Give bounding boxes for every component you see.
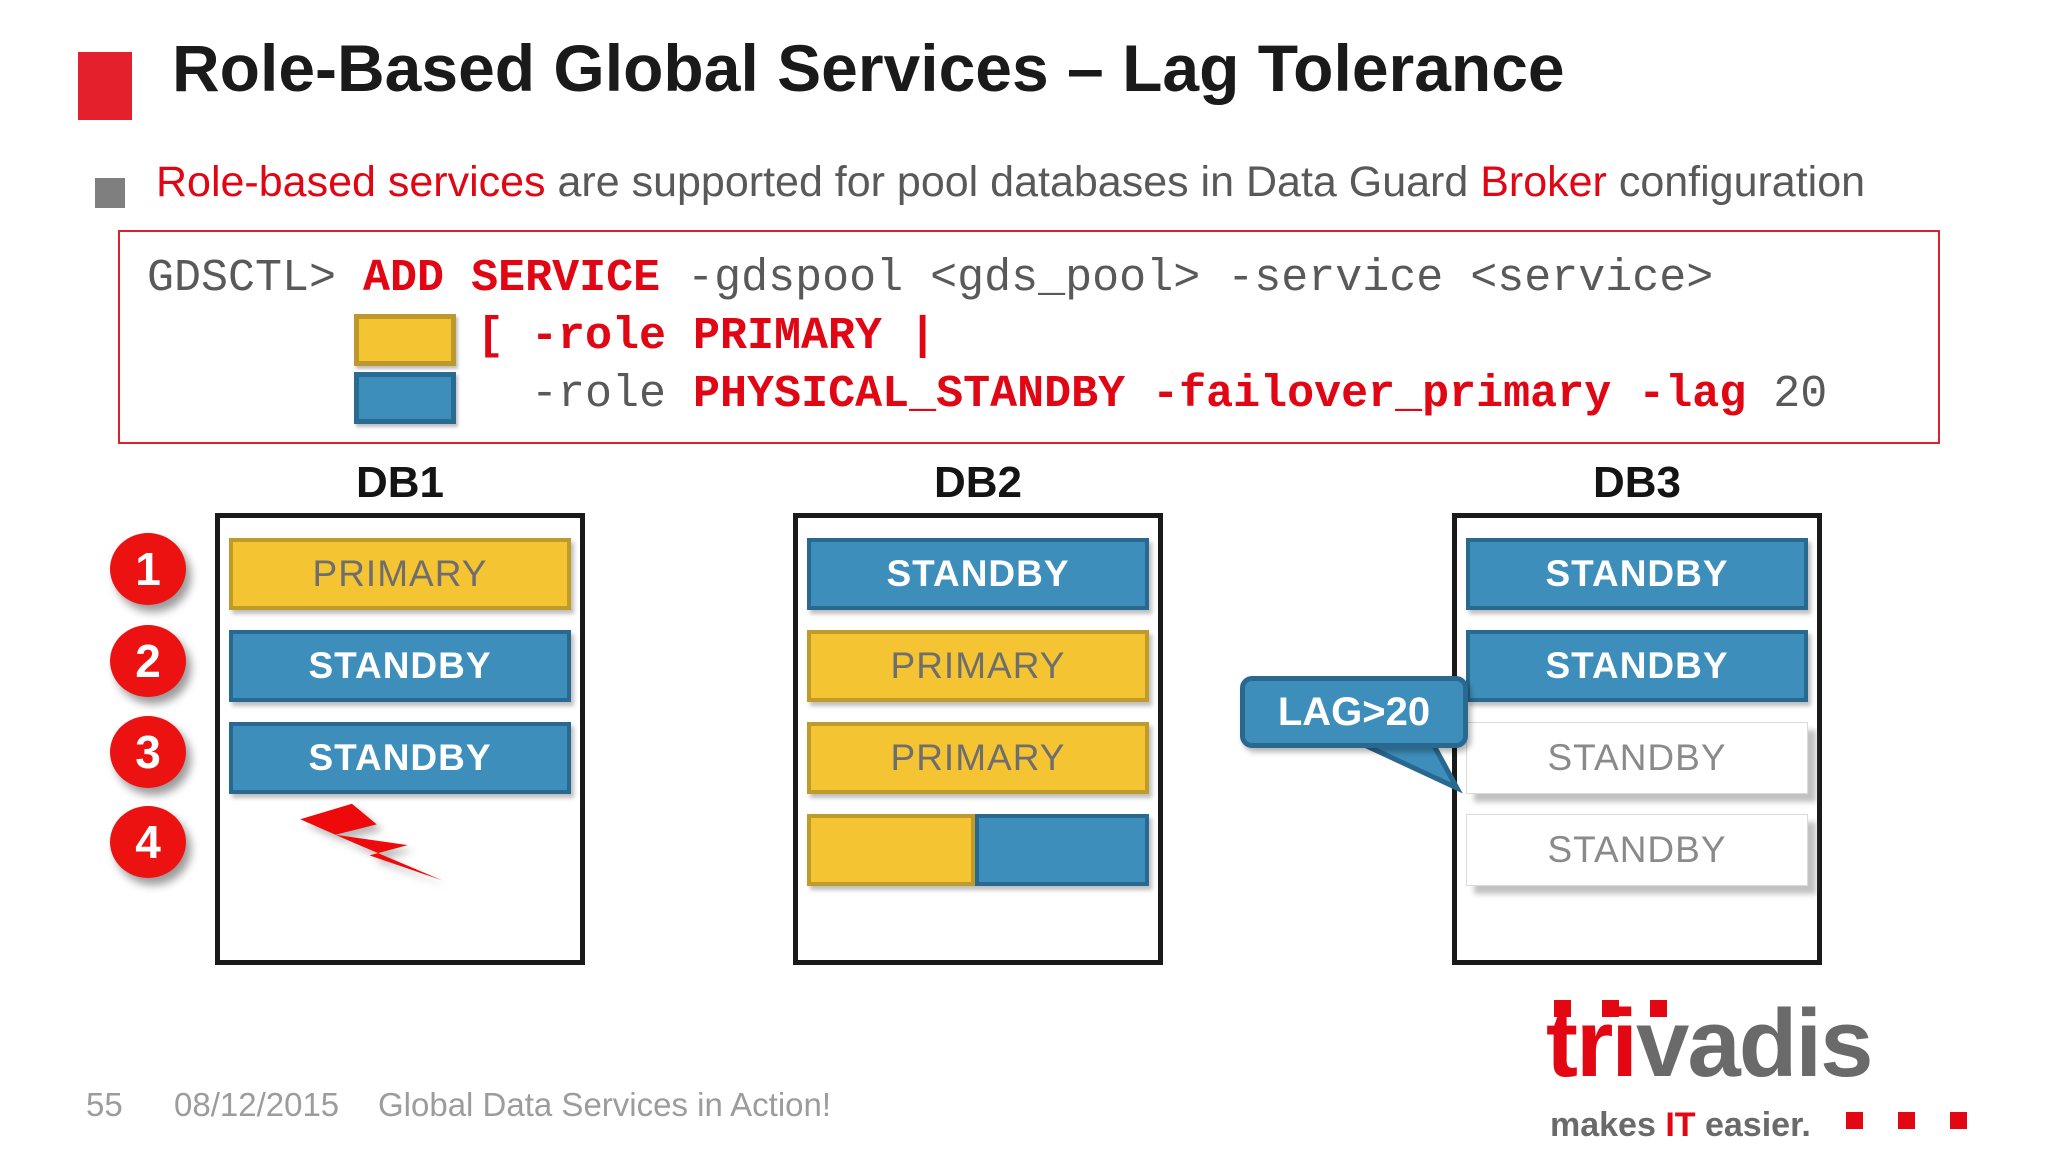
code-add-service: ADD SERVICE xyxy=(363,253,661,304)
callout-tail xyxy=(1356,740,1463,794)
db1-row-primary: PRIMARY xyxy=(229,538,571,610)
logo-wordmark: trivadis xyxy=(1546,996,1873,1092)
page-title: Role-Based Global Services – Lag Toleran… xyxy=(172,31,1565,105)
split-standby-half xyxy=(974,814,1149,886)
gdsctl-code-box: GDSCTL> ADD SERVICE -gdspool <gds_pool> … xyxy=(118,230,1940,444)
legend-standby-swatch xyxy=(354,372,456,424)
code-line-1: GDSCTL> ADD SERVICE -gdspool <gds_pool> … xyxy=(147,254,1713,304)
step-badge-1: 1 xyxy=(110,533,186,605)
db3-title: DB3 xyxy=(1592,458,1682,507)
logo-dot-icon xyxy=(1846,1112,1863,1129)
bullet-line: Role-based services are supported for po… xyxy=(156,158,1865,207)
db2-row-transition xyxy=(807,814,1149,886)
step-badge-2: 2 xyxy=(110,625,186,697)
logo-dot-icon xyxy=(1650,1000,1667,1017)
db2-title: DB2 xyxy=(933,458,1023,507)
db3-box: STANDBY STANDBY STANDBY STANDBY xyxy=(1452,513,1822,965)
db3-row-standby-2: STANDBY xyxy=(1466,630,1808,702)
db2-row-primary-1: PRIMARY xyxy=(807,630,1149,702)
split-primary-half xyxy=(807,814,975,886)
tagline-it: IT xyxy=(1665,1106,1696,1144)
title-bullet-square xyxy=(78,52,132,120)
logo-dot-icon xyxy=(1602,1000,1619,1017)
db2-box: STANDBY PRIMARY PRIMARY xyxy=(793,513,1163,965)
logo-vadis: vadis xyxy=(1636,990,1873,1097)
db1-box: PRIMARY STANDBY STANDBY xyxy=(215,513,585,965)
db3-row-standby-inactive-2: STANDBY xyxy=(1466,814,1808,886)
bullet-highlight-2: Broker xyxy=(1480,158,1607,206)
step-badge-4: 4 xyxy=(110,806,186,878)
lightning-bolt-icon xyxy=(300,803,442,881)
code-role-standby: PHYSICAL_STANDBY -failover_primary -lag xyxy=(693,369,1747,420)
bullet-square-icon xyxy=(95,178,125,208)
code-role-label: -role xyxy=(477,369,694,420)
code-role-primary: [ -role PRIMARY | xyxy=(477,311,937,362)
trivadis-logo: trivadis makes IT easier. xyxy=(1546,984,2026,1149)
footer-date: 08/12/2015 xyxy=(174,1086,340,1123)
bullet-text-1: are supported for pool databases in Data… xyxy=(545,158,1481,206)
db2-row-standby: STANDBY xyxy=(807,538,1149,610)
legend-primary-swatch xyxy=(354,314,456,366)
code-line-3: -role PHYSICAL_STANDBY -failover_primary… xyxy=(477,370,1827,420)
db1-title: DB1 xyxy=(355,458,445,507)
logo-tagline: makes IT easier. xyxy=(1550,1106,1811,1145)
tagline-makes: makes xyxy=(1550,1106,1666,1144)
bullet-text-2: configuration xyxy=(1606,158,1866,206)
code-lag-value: 20 xyxy=(1746,369,1828,420)
db3-row-standby-inactive-1: STANDBY xyxy=(1466,722,1808,794)
bullet-highlight-1: Role-based services xyxy=(156,158,546,206)
step-badge-3: 3 xyxy=(110,716,186,788)
db1-row-standby-1: STANDBY xyxy=(229,630,571,702)
db2-row-primary-2: PRIMARY xyxy=(807,722,1149,794)
logo-dot-icon xyxy=(1898,1112,1915,1129)
code-prompt: GDSCTL> xyxy=(147,253,364,304)
code-line-2: [ -role PRIMARY | xyxy=(477,312,936,362)
logo-dot-icon xyxy=(1950,1112,1967,1129)
lag-callout: LAG>20 xyxy=(1240,676,1468,748)
db3-row-standby-1: STANDBY xyxy=(1466,538,1808,610)
db1-row-standby-2: STANDBY xyxy=(229,722,571,794)
logo-tri: tri xyxy=(1546,990,1638,1097)
page-number: 55 xyxy=(86,1086,123,1123)
tagline-easier: easier. xyxy=(1695,1106,1811,1144)
logo-dot-icon xyxy=(1554,1000,1571,1017)
code-line1-args: -gdspool <gds_pool> -service <service> xyxy=(660,253,1714,304)
footer-title: Global Data Services in Action! xyxy=(378,1086,832,1123)
